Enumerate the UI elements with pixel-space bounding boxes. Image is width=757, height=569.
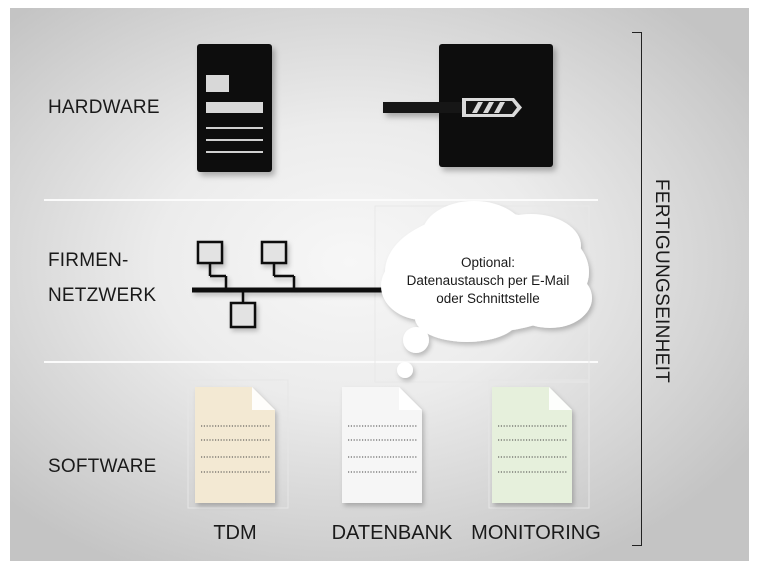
insertion-device-icon	[383, 44, 553, 167]
cloud-text-line: Optional:	[460, 255, 516, 270]
bracket	[632, 32, 642, 546]
thought-cloud	[381, 201, 592, 378]
document-label-tdm: TDM	[213, 522, 257, 544]
cloud-text-line: Datenaustausch per E-Mail	[406, 273, 570, 288]
machine-icon	[197, 44, 272, 172]
row-label-network-line2: NETZWERK	[48, 285, 157, 306]
guide-box	[488, 379, 590, 509]
side-label-fertigungseinheit: FERTIGUNGSEINHEIT	[651, 178, 672, 384]
document-label-datenbank: DATENBANK	[331, 522, 453, 544]
cloud-text-line: oder Schnittstelle	[436, 291, 540, 306]
divider-bottom	[44, 361, 598, 363]
cloud-text: Optional: Datenaustausch per E-Mail oder…	[381, 254, 595, 308]
divider-top	[44, 199, 598, 201]
row-label-hardware: HARDWARE	[48, 97, 160, 118]
document-label-monitoring: MONITORING	[471, 522, 601, 544]
document-icon	[492, 387, 572, 503]
guide-box	[187, 379, 289, 509]
document-icon	[342, 387, 422, 503]
row-label-software: SOFTWARE	[48, 456, 157, 477]
network-icon	[192, 240, 383, 329]
row-label-network-line1: FIRMEN-	[48, 250, 129, 271]
document-icon	[195, 387, 275, 503]
